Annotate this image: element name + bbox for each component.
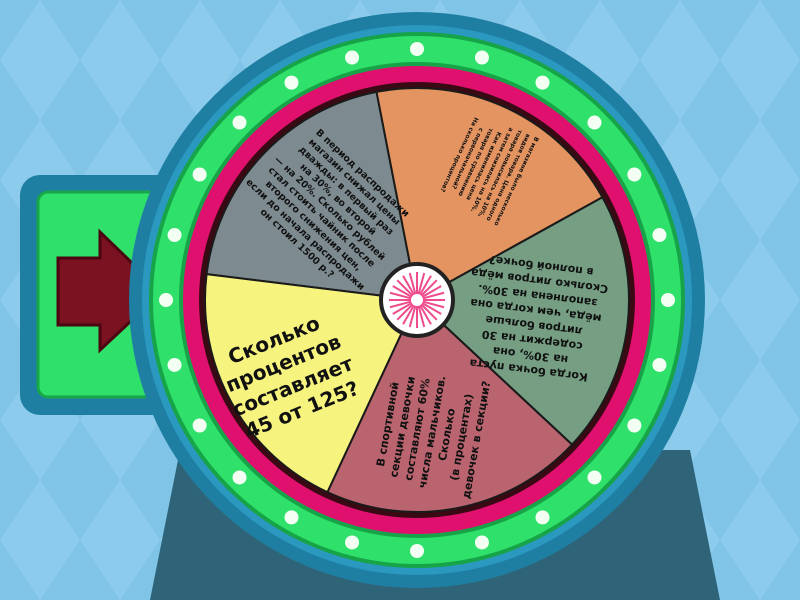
ring-light — [167, 357, 182, 372]
wheel-segment-4[interactable] — [326, 298, 574, 513]
ring-light — [410, 544, 424, 558]
ring-light — [192, 418, 207, 433]
wheel-segment-1[interactable] — [205, 90, 419, 302]
ring-light — [587, 115, 602, 130]
ring-light — [192, 167, 207, 182]
wheel-segment-3[interactable] — [415, 195, 630, 446]
ring-light — [587, 470, 602, 485]
ring-light — [232, 470, 247, 485]
hub-star-icon — [389, 272, 445, 328]
ring-light — [284, 75, 299, 90]
ring-light — [167, 228, 182, 243]
ring-light — [159, 293, 173, 307]
ring-light — [627, 418, 642, 433]
wheel-segment-2[interactable] — [375, 87, 604, 302]
wheel[interactable] — [204, 87, 630, 513]
ring-light — [652, 228, 667, 243]
ring-lights — [159, 42, 675, 558]
ring-light — [652, 357, 667, 372]
ring-light — [232, 115, 247, 130]
ring-light — [284, 510, 299, 525]
ring-light — [474, 535, 489, 550]
ring-light — [410, 42, 424, 56]
ring-light — [661, 293, 675, 307]
ring-light — [627, 167, 642, 182]
ring-light — [345, 50, 360, 65]
ring-light — [535, 75, 550, 90]
wheel-segment-5[interactable] — [204, 273, 419, 494]
ring-light — [474, 50, 489, 65]
ring-light — [535, 510, 550, 525]
ring-light — [345, 535, 360, 550]
